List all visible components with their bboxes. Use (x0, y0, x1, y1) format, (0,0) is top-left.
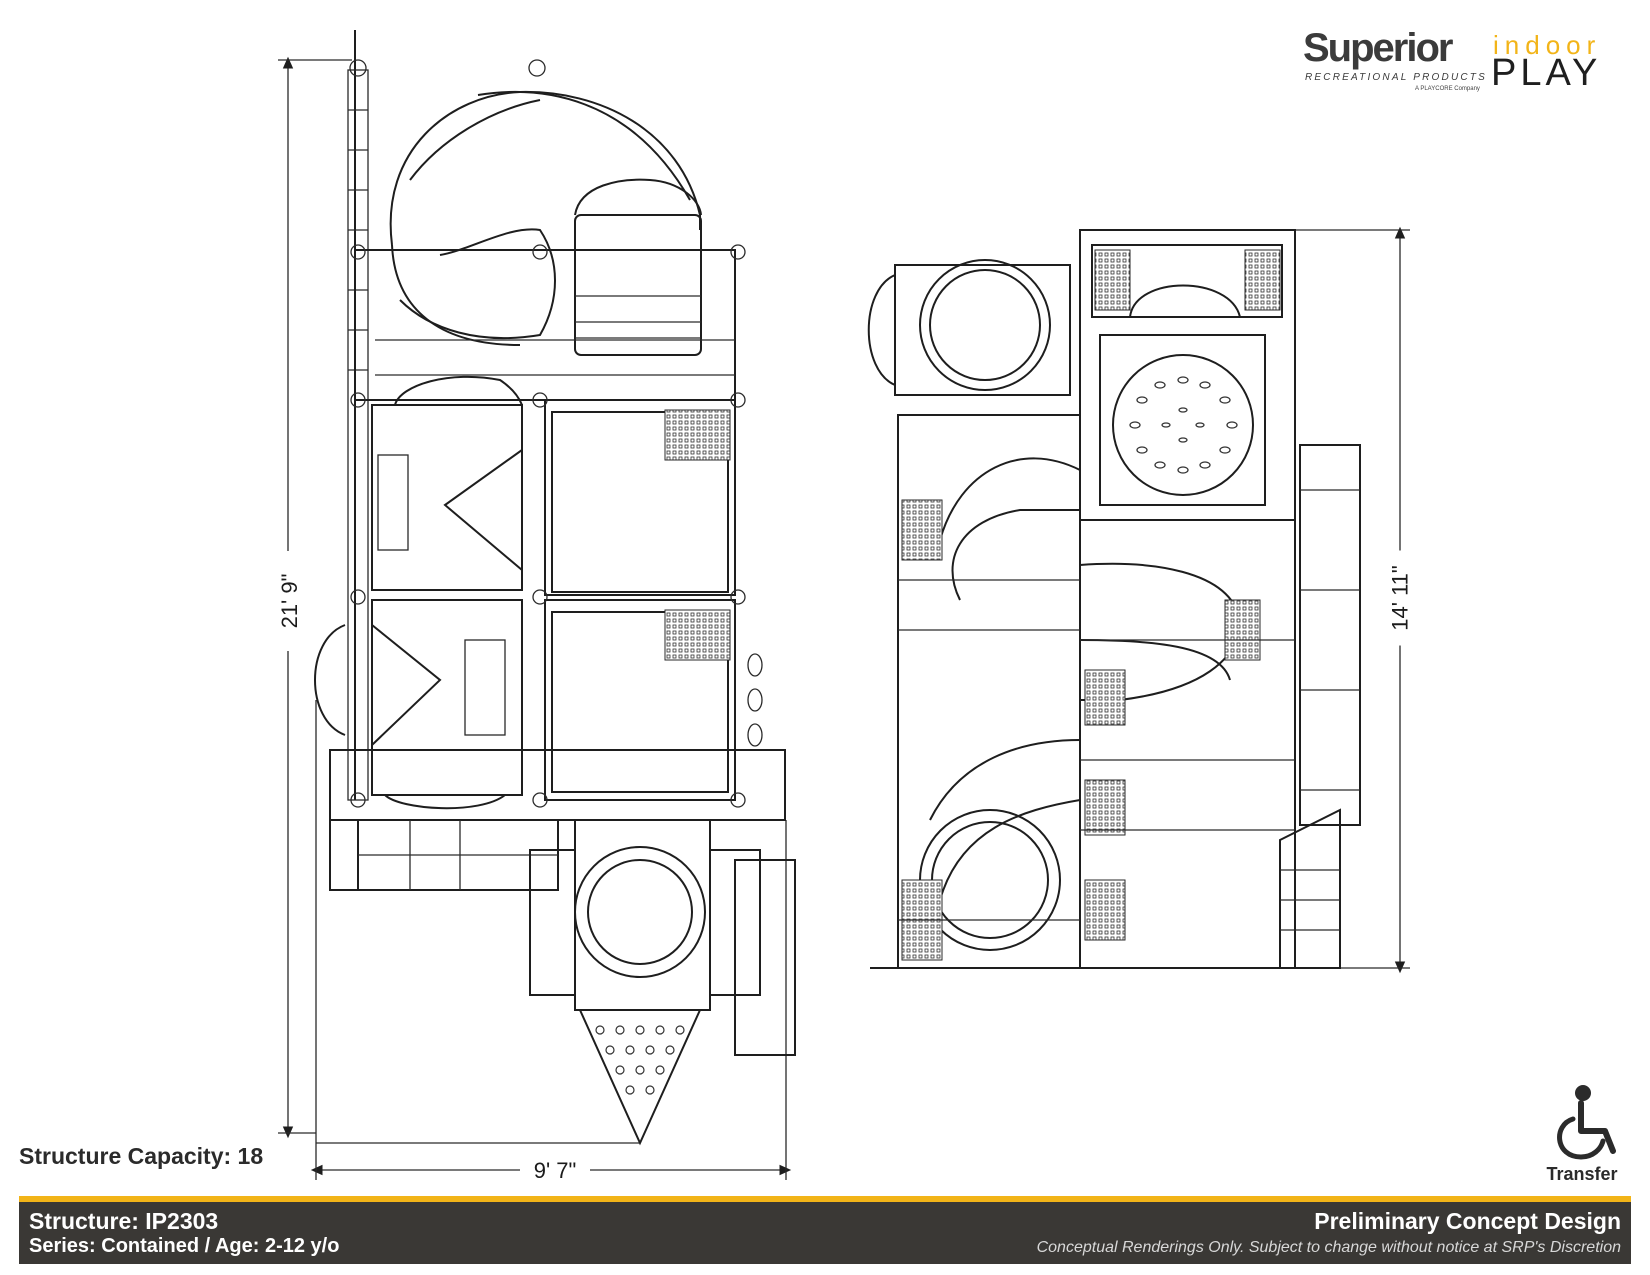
wheelchair-icon (1557, 1085, 1616, 1160)
climbing-dome (1099, 334, 1266, 506)
structure-id: Structure: IP2303 (29, 1208, 219, 1234)
brand-logo: Superior RECREATIONAL PRODUCTS A PLAYCOR… (1303, 26, 1623, 98)
product-line-bottom: PLAY (1491, 52, 1602, 94)
accessibility-label: Transfer (1546, 1164, 1618, 1184)
plan-view (278, 30, 796, 1180)
tunnel-upper (371, 404, 523, 591)
transfer-step (1279, 808, 1341, 969)
brand-name: Superior (1303, 26, 1453, 70)
plan-width-label: 9' 7" (520, 1158, 590, 1184)
plan-height-label: 21' 9" (277, 551, 303, 651)
spiral-slide (389, 90, 701, 346)
tunnel-lower (371, 599, 523, 796)
structure-capacity: Structure Capacity: 18 (19, 1143, 264, 1169)
deck-upper-right (544, 399, 736, 596)
brand-parent: A PLAYCORE Company (1415, 86, 1480, 92)
deck-lower-right (544, 599, 736, 801)
footer-accent-stripe (19, 1196, 1631, 1202)
design-status: Preliminary Concept Design (1314, 1208, 1621, 1234)
product-line-top: indoor (1493, 30, 1602, 60)
tunnel-window (574, 846, 706, 978)
elevation-view (867, 226, 1410, 974)
brand-tagline: RECREATIONAL PRODUCTS (1305, 72, 1487, 83)
elevation-tunnel-top (894, 264, 1071, 396)
series-age: Series: Contained / Age: 2-12 y/o (29, 1235, 340, 1257)
bubble-window-left (314, 624, 346, 736)
accessibility-badge: Transfer (1537, 1082, 1627, 1184)
bottom-tunnel (574, 819, 711, 1011)
disclaimer: Conceptual Renderings Only. Subject to c… (1036, 1239, 1621, 1256)
elevation-spiral-slide (939, 457, 1081, 601)
cone-climber (578, 1009, 702, 1146)
elevation-height-label: 14' 11" (1387, 550, 1414, 646)
footer-bar: Structure: IP2303 Series: Contained / Ag… (19, 1202, 1631, 1264)
